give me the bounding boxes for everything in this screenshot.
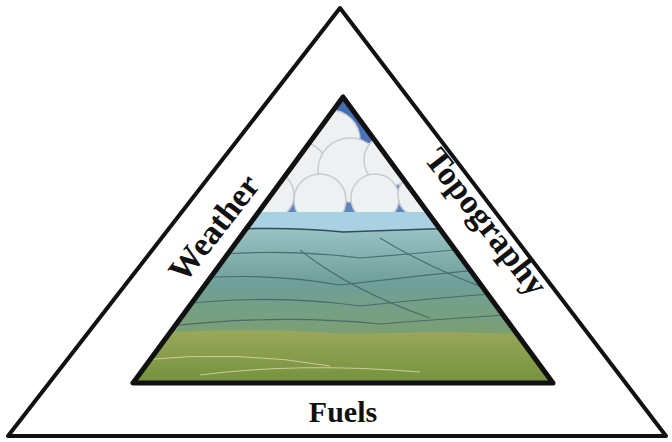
base-label: Fuels [309, 397, 377, 427]
